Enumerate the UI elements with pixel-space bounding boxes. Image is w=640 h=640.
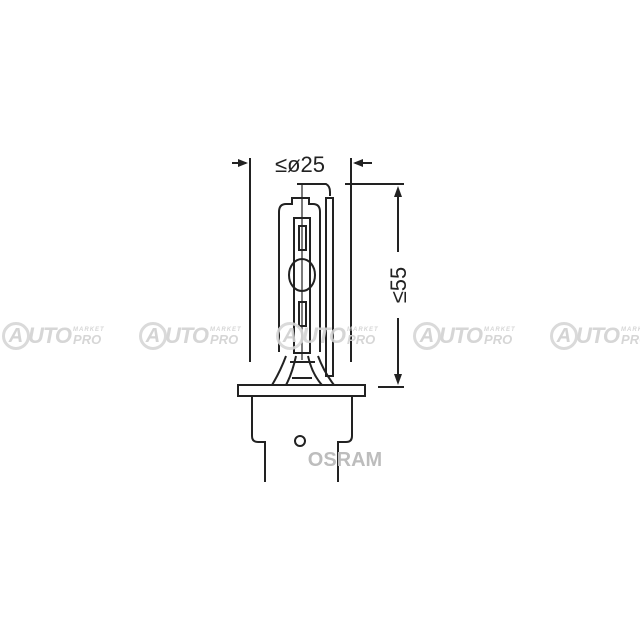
base-key <box>294 435 306 447</box>
arrowhead-right <box>353 159 363 167</box>
return-wire <box>297 183 331 196</box>
arrowhead-bottom <box>394 374 402 385</box>
base-body <box>251 396 353 482</box>
length-label: ≤55 <box>386 267 411 304</box>
arrowhead-top <box>394 186 402 197</box>
base-flange <box>237 384 366 397</box>
holder-clamp <box>271 355 335 386</box>
return-wire-sleeve <box>325 197 334 377</box>
arrowhead-left <box>238 159 248 167</box>
diameter-label: ≤ø25 <box>275 152 325 177</box>
bulb-glass-tube <box>278 197 321 352</box>
brand-logo: OSRAM <box>308 449 382 471</box>
